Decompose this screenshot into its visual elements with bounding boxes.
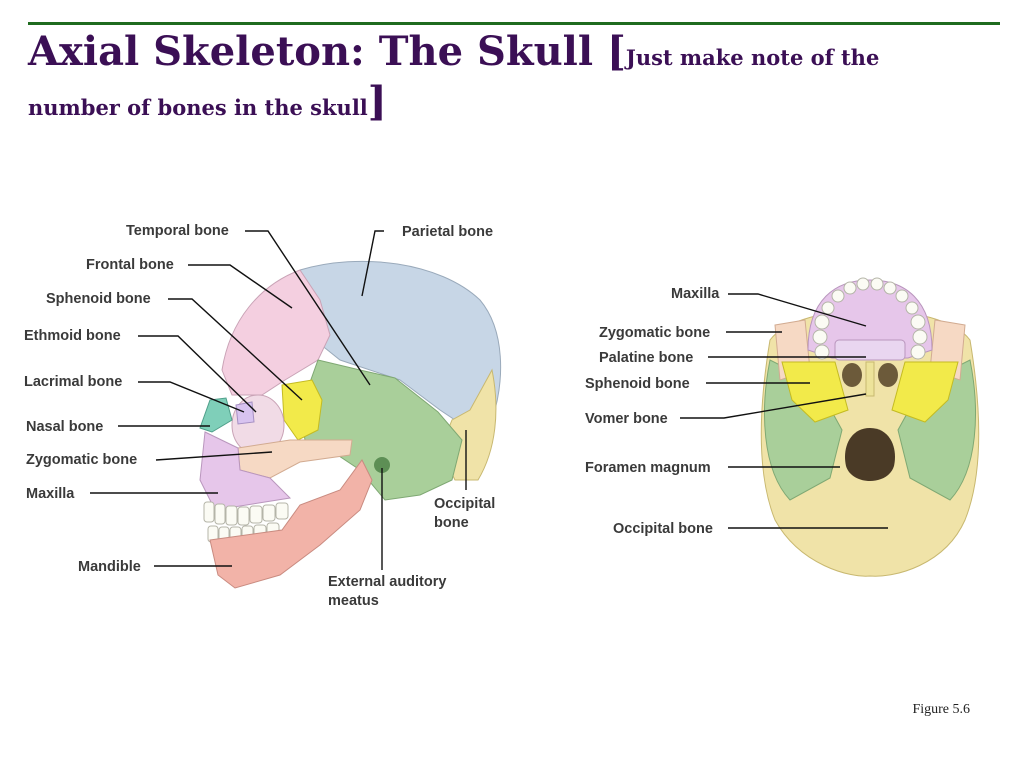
label-meatus-line2: meatus xyxy=(328,593,379,609)
mandible-shape xyxy=(209,459,373,589)
inferior-teeth xyxy=(812,277,928,360)
inferior-sphenoid-right xyxy=(891,361,959,423)
title-note-2: number of bones in the skull xyxy=(28,95,368,120)
label-inferior-zygomatic: Zygomatic bone xyxy=(599,325,710,341)
maxilla-shape xyxy=(199,431,292,511)
inferior-sphenoid-left xyxy=(781,361,849,423)
label-lacrimal-bone: Lacrimal bone xyxy=(24,374,122,390)
label-frontal-bone: Frontal bone xyxy=(86,257,174,273)
label-parietal-bone: Parietal bone xyxy=(402,224,493,240)
label-maxilla: Maxilla xyxy=(26,486,75,502)
label-inferior-maxilla: Maxilla xyxy=(671,286,720,302)
inferior-choana-left xyxy=(842,363,862,387)
label-inferior-foramen: Foramen magnum xyxy=(585,460,711,476)
label-occipital-line2: bone xyxy=(434,515,469,531)
label-zygomatic-bone: Zygomatic bone xyxy=(26,452,137,468)
lacrimal-bone-shape xyxy=(235,401,255,425)
lateral-skull xyxy=(199,260,502,589)
inferior-leaders xyxy=(680,293,888,529)
label-inferior-occipital: Occipital bone xyxy=(613,521,713,537)
lateral-leaders xyxy=(90,230,467,570)
label-occipital-line1: Occipital xyxy=(434,496,495,512)
label-sphenoid-bone: Sphenoid bone xyxy=(46,291,151,307)
label-meatus-line1: External auditory xyxy=(328,574,446,590)
top-rule xyxy=(28,22,1000,25)
inferior-foramen-magnum xyxy=(845,428,895,481)
figure-caption: Figure 5.6 xyxy=(912,702,970,717)
auditory-meatus-shape xyxy=(374,457,390,473)
nasal-bone-shape xyxy=(199,397,233,433)
label-ethmoid-bone: Ethmoid bone xyxy=(24,328,121,344)
title-close: ] xyxy=(367,78,387,125)
label-nasal-bone: Nasal bone xyxy=(26,419,103,435)
label-inferior-sphenoid: Sphenoid bone xyxy=(585,376,690,392)
slide-title: Axial Skeleton: The Skull [Just make not… xyxy=(28,28,988,126)
inferior-choana-right xyxy=(878,363,898,387)
frontal-bone-shape xyxy=(221,269,331,396)
label-inferior-vomer: Vomer bone xyxy=(585,411,668,427)
inferior-skull xyxy=(760,277,980,577)
upper-teeth xyxy=(203,501,289,526)
label-inferior-palatine: Palatine bone xyxy=(599,350,693,366)
inferior-vomer-shape xyxy=(865,361,875,397)
label-mandible: Mandible xyxy=(78,559,141,575)
zygomatic-bone-shape xyxy=(237,439,353,479)
title-main: Axial Skeleton: The Skull [ xyxy=(28,28,626,75)
label-temporal-bone: Temporal bone xyxy=(126,223,229,239)
inferior-palatine-shape xyxy=(834,339,906,361)
sphenoid-bone-shape xyxy=(281,379,323,441)
title-note-1: Just make note of the xyxy=(625,45,880,70)
